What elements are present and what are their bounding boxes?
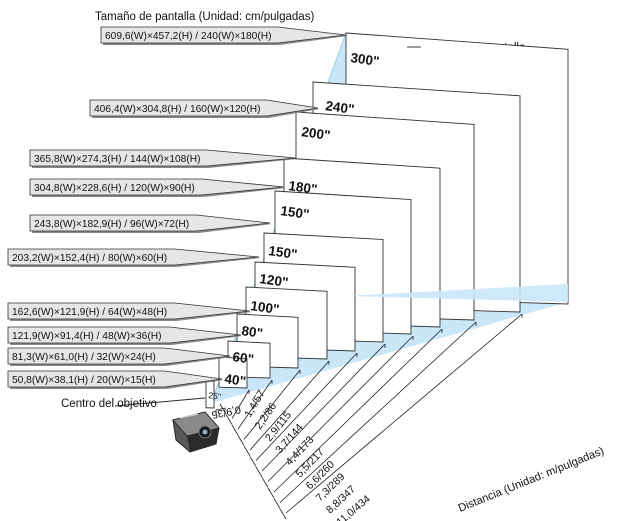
screen-frame-1 [218,356,248,389]
size-tag-box-6 [29,178,285,196]
size-tag-5: 243,8(W)×182,9(H) / 96(W)×72(H) [29,214,272,233]
size-tag-1: 81,3(W)×61,0(H) / 32(W)×24(H) [7,347,232,366]
distance-tick-start-1 [225,414,233,425]
screen-diagonal-2: 60" [232,349,255,367]
screen-diagonal-9: 200" [301,124,332,143]
lens-center-label: Centro del objetivo [61,398,157,410]
size-tag-box-5 [29,214,271,232]
screen-diagonal-10: 240" [325,98,356,117]
screen-diagonal-6: 150" [268,243,299,262]
size-tag-text-6: 304,8(W)×228,6(H) / 120(W)×90(H) [34,183,195,194]
distance-label-0: 0,9/35 [210,403,241,421]
size-tag-box-0 [7,370,223,388]
size-tag-text-5: 243,8(W)×182,9(H) / 96(W)×72(H) [34,219,189,230]
size-tag-box-2 [7,326,242,344]
screen-diagonal-1: 40" [224,371,247,389]
size-tag-text-7: 365,8(W)×274,3(H) / 144(W)×108(H) [34,154,200,165]
size-tags-layer: 50,8(W)×38,1(H) / 20(W)×15(H) 81,3(W)×61,… [7,26,348,389]
size-tag-box-3 [7,302,251,320]
size-tag-box-4 [7,248,260,266]
distance-tick-start-5 [249,456,257,467]
distance-tick-start-4 [243,445,251,457]
size-tag-8: 406,4(W)×304,8(H) / 160(W)×120(H) [89,99,320,118]
size-tag-extra: 609,6(W)×457,2(H) / 240(W)×180(H) [100,26,348,45]
distance-tick-start-6 [255,466,263,478]
distance-dimension-1 [231,389,250,419]
size-tag-6: 304,8(W)×228,6(H) / 120(W)×90(H) [29,178,286,197]
diagram-title: Tamaño de pantalla (Unidad: cm/pulgadas) [95,11,314,23]
screens-layer: 25"40" 60" 80" 100" 120" 150" 150" 180" 200" 240"… [114,32,569,409]
screen-diagonal-3: 80" [241,323,264,341]
distance-tick-start-8 [267,487,275,499]
screen-diagonal-8: 180" [288,178,319,197]
distance-dimension-0 [215,407,227,411]
size-tag-text-4: 203,2(W)×152,4(H) / 80(W)×60(H) [12,253,167,264]
size-tag-text-8: 406,4(W)×304,8(H) / 160(W)×120(H) [94,104,260,115]
distance-tick-start-2 [231,424,239,436]
size-tag-extra-text: 609,6(W)×457,2(H) / 240(W)×180(H) [105,31,271,42]
lens-center-leader [114,397,206,407]
size-tag-text-1: 81,3(W)×61,0(H) / 32(W)×24(H) [12,352,156,363]
size-tag-box-1 [7,347,231,365]
size-tag-0: 50,8(W)×38,1(H) / 20(W)×15(H) [7,370,224,389]
screen-diagonal-5: 120" [259,271,290,290]
distance-dimension-6 [261,343,386,472]
size-tag-2: 121,9(W)×91,4(H) / 48(W)×36(H) [7,326,243,345]
distance-tick-start-10 [279,508,287,520]
screen-diagonal-0: 25" [208,390,222,402]
size-tag-box-8 [89,99,319,117]
screen-diagonal-4: 100" [250,298,281,317]
distance-axis-label: Distancia (Unidad: m/pulgadas) [457,445,606,515]
size-tag-box-7 [29,149,297,167]
size-tag-4: 203,2(W)×152,4(H) / 80(W)×60(H) [7,248,261,267]
size-tag-extra-box [100,26,347,44]
distance-dimension-10 [285,313,523,514]
size-tag-text-3: 162,6(W)×121,9(H) / 64(W)×48(H) [12,307,167,318]
projector-icon [172,411,220,453]
size-tag-text-0: 50,8(W)×38,1(H) / 20(W)×15(H) [12,375,156,386]
distance-dimension-8 [273,328,443,493]
distance-tick-start-3 [237,435,245,446]
distance-line-0: 0,9/35 [210,403,241,421]
distance-dimension-4 [249,360,330,451]
distance-dimension-7 [267,335,414,482]
size-tag-3: 162,6(W)×121,9(H) / 64(W)×48(H) [7,302,252,321]
distance-dimension-2 [237,379,273,430]
distance-tick-start-7 [261,477,269,488]
distance-tick-start-9 [273,498,281,509]
size-tag-text-2: 121,9(W)×91,4(H) / 48(W)×36(H) [12,331,161,342]
size-tag-7: 365,8(W)×274,3(H) / 144(W)×108(H) [29,149,298,168]
screen-diagonal-7: 150" [280,203,311,222]
distance-dimension-9 [279,321,477,503]
distance-dimension-3 [243,369,301,440]
distance-dimension-5 [255,352,358,461]
beam-floor [346,284,568,302]
screen-diagonal-top: 300" [350,50,381,69]
